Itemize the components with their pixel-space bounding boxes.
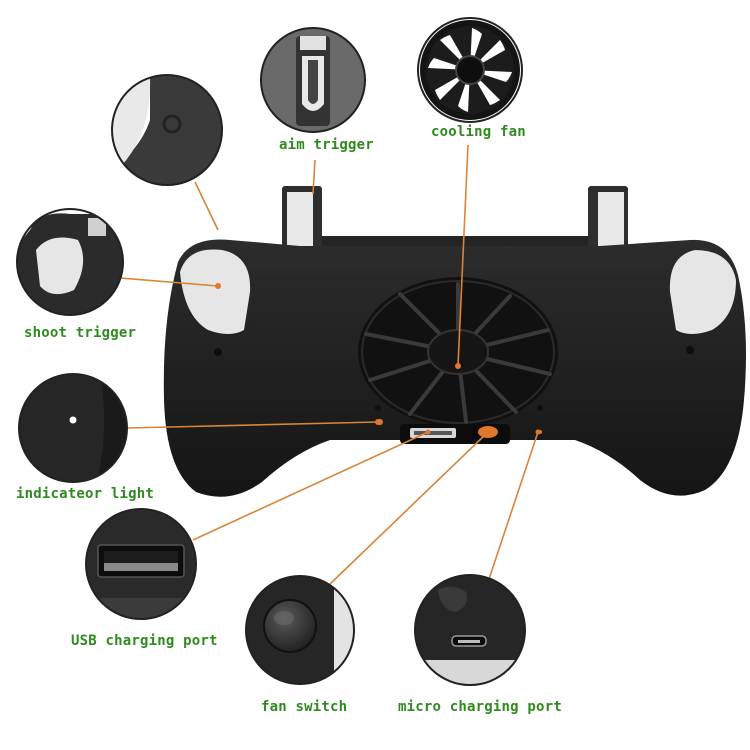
leader-dots [215,283,541,437]
leader-usb-port [192,431,429,541]
callout-fan-switch [245,575,355,685]
fan-switch-button [478,426,498,438]
leader-shoot-trigger [119,277,219,287]
callout-micro-port [414,574,526,686]
screw-hole [686,346,694,354]
shoot-trigger-right [669,250,736,334]
screw-hole [537,405,543,411]
fan-switch-icon [263,599,317,653]
callout-aim-trigger [260,27,366,133]
callout-cooling-fan [417,17,523,123]
micro-port-icon [451,635,487,647]
label-shoot-trigger: shoot trigger [24,325,137,341]
screw-hole [214,348,222,356]
indicator-light-icon [69,416,77,424]
callout-shoulder-button [111,74,223,186]
leader-indicator-light [127,421,379,429]
leader-micro-port [487,431,539,583]
label-usb-port: USB charging port [71,633,218,649]
screw-hole [375,405,381,411]
leader-fan-switch [329,433,487,585]
callout-usb-port [85,508,197,620]
usb-port-icon [97,544,185,578]
leader-top-left [194,181,219,231]
leader-cooling-fan [457,144,469,367]
leader-lines [119,144,539,585]
controller-body [163,186,746,497]
label-cooling-fan: cooling fan [431,124,526,140]
label-micro-port: micro charging port [398,699,562,715]
leader-aim-trigger [312,159,316,195]
label-indicator-light: indicateor light [16,486,155,502]
label-fan-switch: fan switch [261,699,348,715]
label-aim-trigger: aim trigger [279,137,374,153]
shoot-trigger-left [180,249,251,334]
callout-shoot-trigger [16,208,124,316]
callout-indicator-light [18,373,128,483]
